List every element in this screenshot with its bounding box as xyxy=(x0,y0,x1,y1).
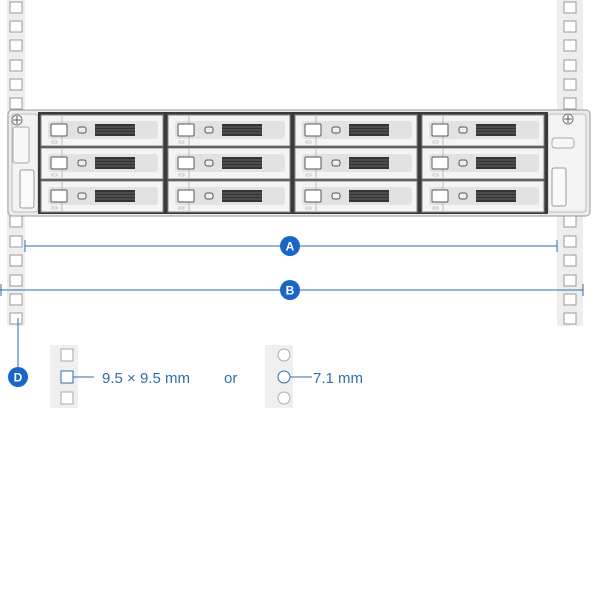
round-hole-size: 7.1 mm xyxy=(313,370,363,387)
led-icon xyxy=(458,192,468,200)
marker-d xyxy=(8,367,28,387)
led-icon xyxy=(77,192,87,200)
rack-hole xyxy=(563,20,577,33)
drive-tray[interactable] xyxy=(40,114,164,147)
rack-hole xyxy=(9,97,23,110)
rack-hole xyxy=(563,274,577,287)
drive-tray[interactable] xyxy=(167,114,291,147)
rack-hole xyxy=(563,293,577,306)
led-icon xyxy=(458,159,468,167)
rack-hole xyxy=(563,235,577,248)
drive-tray[interactable] xyxy=(294,180,418,213)
rack-hole xyxy=(563,215,577,228)
led-icon xyxy=(77,126,87,134)
led-icon xyxy=(331,192,341,200)
marker-b-label: B xyxy=(286,284,295,298)
tray-latch xyxy=(431,156,449,170)
rack-hole xyxy=(9,1,23,14)
dimension-d: D xyxy=(8,318,28,387)
drive-bays xyxy=(40,114,545,213)
nas-chassis xyxy=(7,109,591,217)
led-icon xyxy=(331,126,341,134)
rack-hole xyxy=(9,274,23,287)
rack-hole xyxy=(563,312,577,325)
led-icon xyxy=(458,126,468,134)
rack-hole xyxy=(9,39,23,52)
legend-round-hole: 7.1 mm xyxy=(265,345,363,408)
led-icon xyxy=(204,192,214,200)
drive-tray[interactable] xyxy=(167,147,291,180)
tray-latch xyxy=(177,156,195,170)
rack-hole xyxy=(9,59,23,72)
led-icon xyxy=(204,159,214,167)
rack-hole xyxy=(563,59,577,72)
marker-b xyxy=(280,280,300,300)
tray-latch xyxy=(177,189,195,203)
rack-hole xyxy=(563,78,577,91)
dimension-b: B xyxy=(0,280,584,300)
led-icon xyxy=(77,159,87,167)
drive-tray[interactable] xyxy=(167,180,291,213)
rack-hole xyxy=(9,254,23,267)
tray-latch xyxy=(50,189,68,203)
drive-tray[interactable] xyxy=(421,147,545,180)
tray-latch xyxy=(304,189,322,203)
tray-latch xyxy=(50,123,68,137)
rack-hole xyxy=(9,215,23,228)
marker-a-label: A xyxy=(286,240,295,254)
rack-hole xyxy=(9,20,23,33)
tray-latch xyxy=(177,123,195,137)
rack-hole xyxy=(563,39,577,52)
drive-tray[interactable] xyxy=(421,180,545,213)
tray-latch xyxy=(431,189,449,203)
legend-square-hole: 9.5 × 9.5 mm xyxy=(50,345,190,408)
drive-tray[interactable] xyxy=(40,147,164,180)
square-hole-size: 9.5 × 9.5 mm xyxy=(102,370,190,387)
rack-hole xyxy=(563,97,577,110)
led-icon xyxy=(331,159,341,167)
legend-separator: or xyxy=(224,370,237,387)
drive-tray[interactable] xyxy=(421,114,545,147)
tray-latch xyxy=(304,123,322,137)
marker-a xyxy=(280,236,300,256)
drive-tray[interactable] xyxy=(294,114,418,147)
rack-hole xyxy=(563,1,577,14)
dimension-a: A xyxy=(24,236,558,256)
tray-latch xyxy=(304,156,322,170)
tray-latch xyxy=(50,156,68,170)
drive-tray[interactable] xyxy=(40,180,164,213)
tray-latch xyxy=(431,123,449,137)
rack-hole xyxy=(9,293,23,306)
rack-hole xyxy=(9,78,23,91)
rack-hole xyxy=(563,254,577,267)
drive-tray[interactable] xyxy=(294,147,418,180)
led-icon xyxy=(204,126,214,134)
rack-hole xyxy=(9,235,23,248)
marker-d-label: D xyxy=(14,371,23,385)
rack-hole xyxy=(9,312,23,325)
